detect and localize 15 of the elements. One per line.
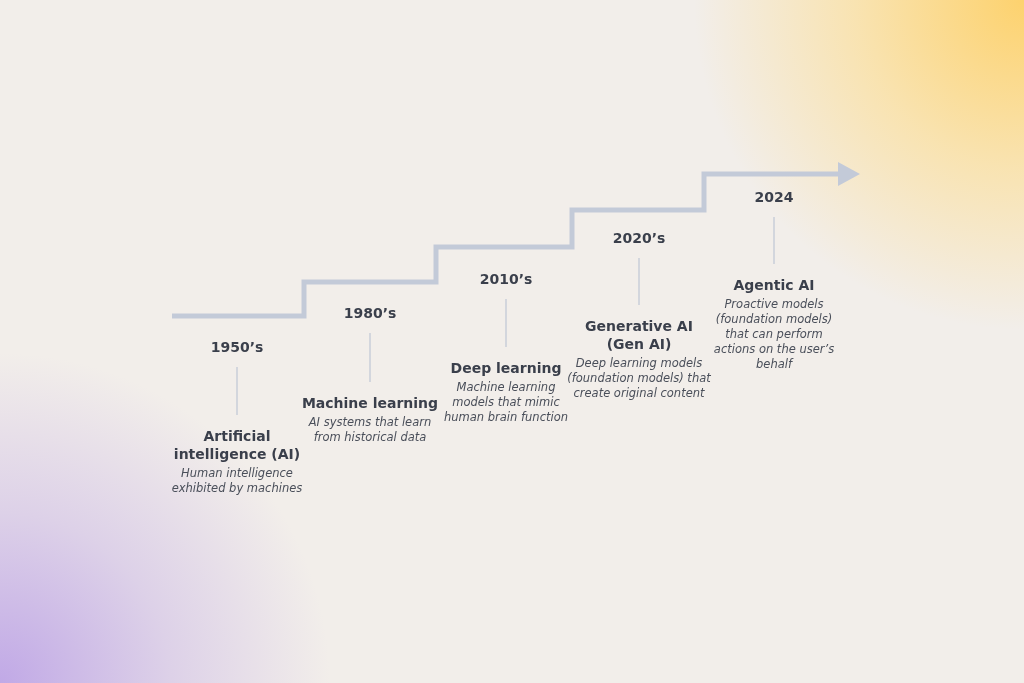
milestone-description: Deep learning models (foundation models) that create original content — [566, 356, 712, 401]
milestone-description: Human intelligence exhibited by machines — [170, 466, 304, 496]
milestone-title: Artificial intelligence (AI) — [172, 427, 302, 463]
milestone-description: Machine learning models that mimic human brain function — [443, 380, 568, 425]
year-label: 2020’s — [612, 230, 666, 246]
milestone-title: Machine learning — [301, 394, 439, 412]
year-label: 1950’s — [210, 339, 264, 355]
milestone-title: Deep learning — [450, 359, 562, 377]
year-label: 2024 — [754, 189, 794, 205]
year-label: 1980’s — [343, 305, 397, 321]
milestone-description: AI systems that learn from historical data — [307, 415, 433, 445]
milestone-title: Agentic AI — [733, 276, 815, 294]
year-label: 2010’s — [479, 271, 533, 287]
milestone-title: Generative AI (Gen AI) — [584, 317, 694, 353]
milestone-description: Proactive models (foundation models) that can perform actions on the user’s behalf — [712, 297, 836, 372]
